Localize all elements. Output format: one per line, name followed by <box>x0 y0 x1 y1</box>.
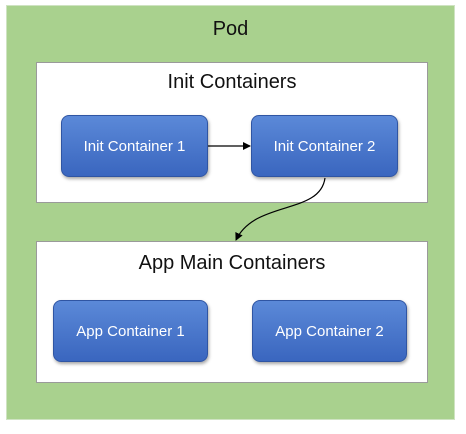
app-container-2: App Container 2 <box>252 300 407 362</box>
pod-title: Pod <box>212 18 249 40</box>
app-container-1: App Container 1 <box>53 300 208 362</box>
init-container-2: Init Container 2 <box>251 115 398 177</box>
init-container-1: Init Container 1 <box>61 115 208 177</box>
init-containers-title: Init Containers <box>167 71 297 93</box>
app-main-containers-title: App Main Containers <box>138 252 326 274</box>
